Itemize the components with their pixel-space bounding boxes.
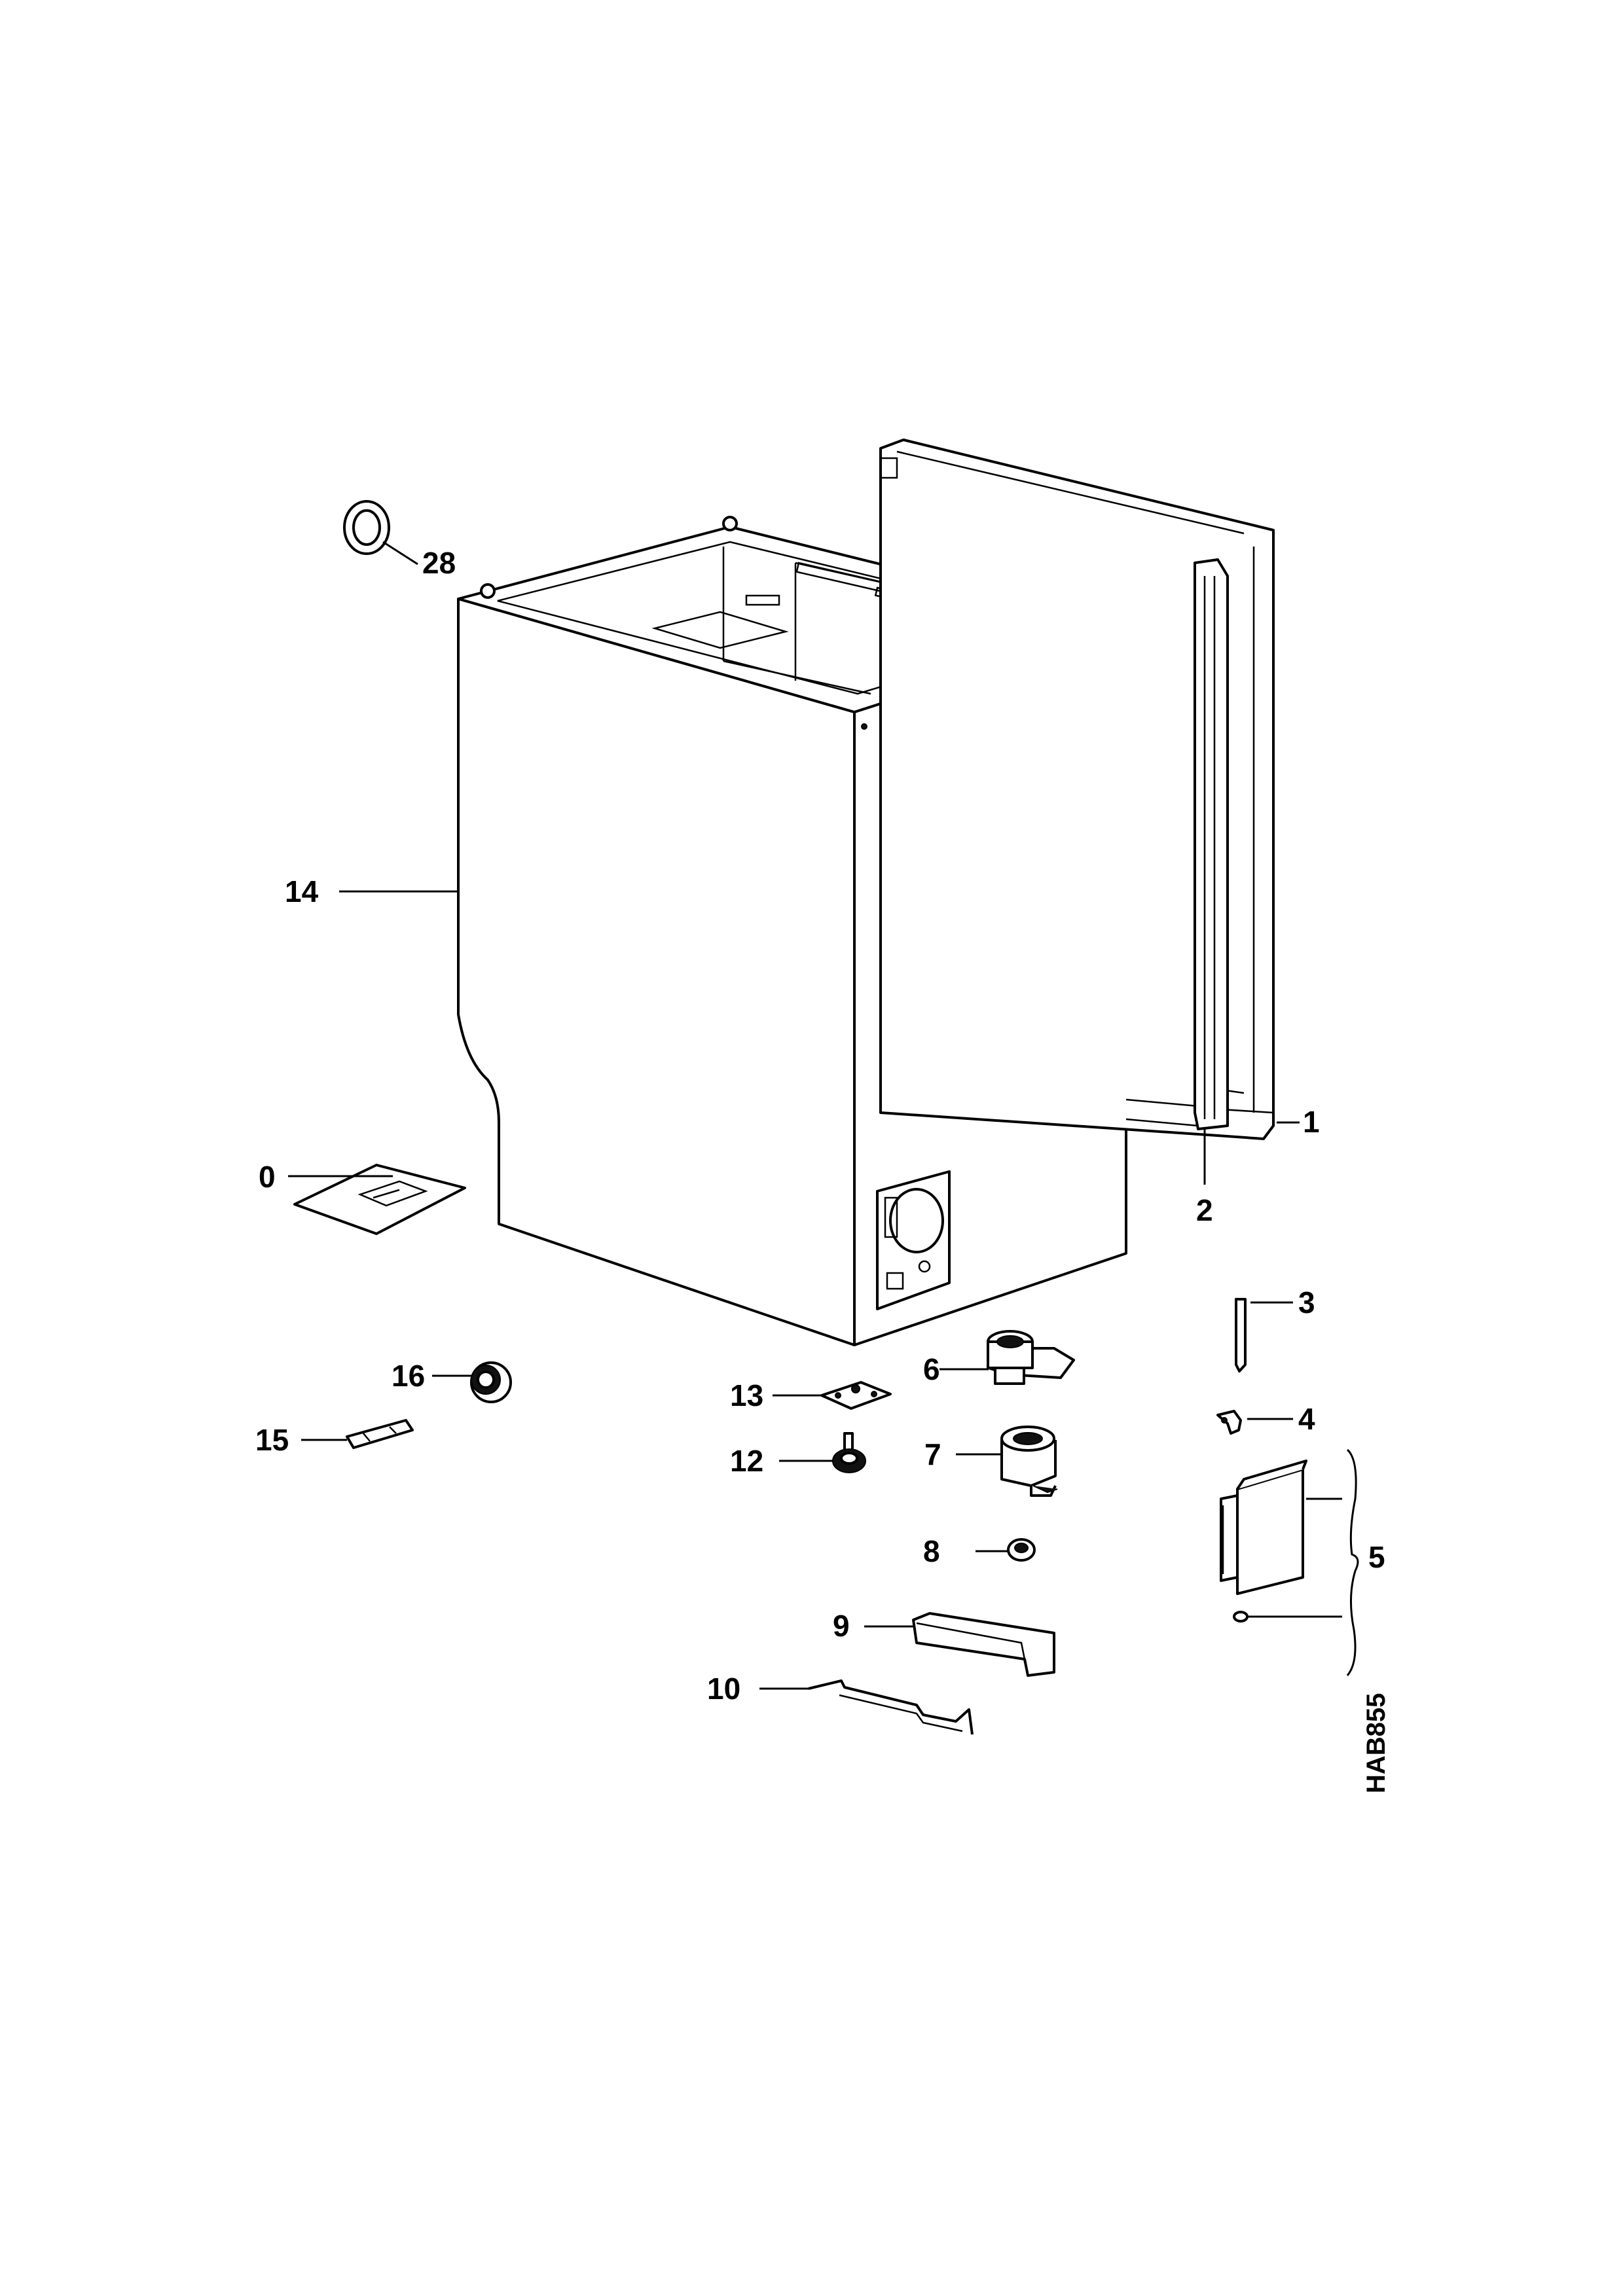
callout-15: 15	[255, 1423, 289, 1457]
part-6-hinge-bracket	[939, 1330, 1075, 1385]
callout-6: 6	[923, 1352, 940, 1386]
drawing-code: HAB855	[1362, 1693, 1391, 1793]
part-9-bracket-block	[864, 1612, 1055, 1677]
part-4-small-clip	[1216, 1410, 1293, 1435]
callout-4: 4	[1298, 1402, 1315, 1436]
part-16-foot	[432, 1361, 512, 1403]
callout-3: 3	[1298, 1285, 1315, 1319]
callout-28: 28	[422, 546, 456, 580]
callout-7: 7	[924, 1437, 941, 1471]
callout-14: 14	[285, 874, 319, 908]
part-5-cover-assembly	[1220, 1448, 1359, 1676]
callout-16: 16	[392, 1359, 425, 1393]
callout-10: 10	[707, 1672, 740, 1706]
part-7-hinge-housing	[956, 1426, 1058, 1497]
part-8-nut	[976, 1538, 1036, 1562]
part-0-instruction-card	[288, 1164, 466, 1235]
part-1-door-panel	[879, 439, 1300, 1140]
callout-1: 1	[1303, 1105, 1320, 1139]
part-15-clip	[301, 1419, 414, 1449]
callout-8: 8	[923, 1534, 940, 1568]
part-3-pin	[1235, 1298, 1293, 1372]
callout-0: 0	[259, 1160, 276, 1194]
callout-9: 9	[833, 1609, 850, 1643]
callout-2: 2	[1196, 1193, 1213, 1227]
callout-12: 12	[730, 1444, 763, 1478]
callout-5: 5	[1368, 1540, 1385, 1574]
part-28-grommet	[343, 500, 418, 565]
part-13-mounting-plate	[773, 1381, 892, 1410]
callout-labels: 28 14 1 2 0 3 16 6 13 4 15 7 12 5 8 9 10…	[255, 546, 1391, 1793]
callout-13: 13	[730, 1378, 763, 1412]
part-2-seal-strip	[1194, 558, 1229, 1185]
part-12-gear	[779, 1432, 866, 1473]
part-10-wire-rod	[759, 1679, 974, 1735]
